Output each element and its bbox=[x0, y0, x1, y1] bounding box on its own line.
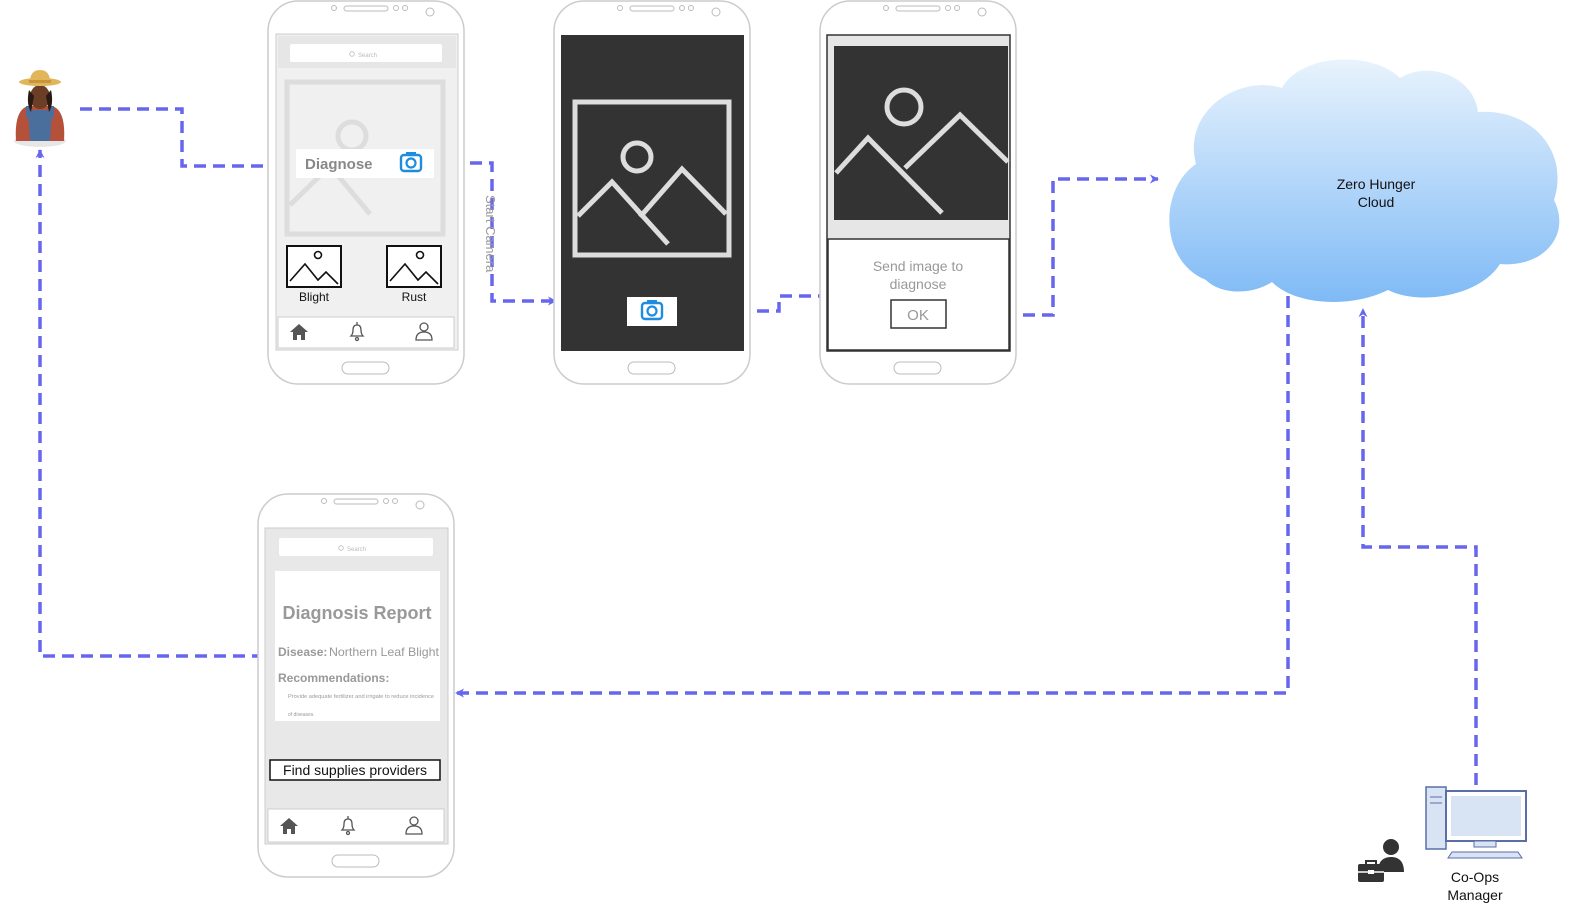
computer-icon bbox=[1425, 786, 1527, 859]
camera-icon[interactable] bbox=[640, 300, 664, 321]
thumbnail-blight[interactable] bbox=[286, 245, 342, 288]
dialog-text-line2: diagnose bbox=[890, 276, 947, 292]
send-dialog bbox=[827, 238, 1010, 351]
connector-report-to-farmer bbox=[35, 149, 264, 658]
thumbnail-label-rust: Rust bbox=[402, 290, 427, 304]
search-placeholder: Search bbox=[347, 547, 366, 553]
ok-button-label: OK bbox=[907, 307, 929, 324]
connector-farmer-to-diagnose bbox=[80, 107, 303, 171]
search-bar[interactable] bbox=[290, 44, 442, 62]
home-icon[interactable] bbox=[290, 324, 308, 340]
user-icon[interactable] bbox=[415, 322, 433, 341]
disease-label: Disease: bbox=[278, 645, 327, 659]
phone-camera-screen bbox=[553, 0, 751, 385]
find-supplies-button[interactable] bbox=[269, 759, 441, 781]
image-placeholder-icon bbox=[834, 87, 1010, 215]
disease-value: Northern Leaf Blight bbox=[329, 645, 440, 659]
cloud-label-line1: Zero Hunger bbox=[1337, 176, 1416, 192]
recommendation-line2: of diseases. bbox=[288, 712, 315, 718]
recommendation-line1: Provide adequate fertilizer and irrigate… bbox=[288, 694, 434, 700]
home-icon[interactable] bbox=[280, 818, 298, 834]
connector-manager-to-cloud bbox=[1358, 308, 1478, 785]
phone-home-screen: Search Diagnose Blight Rust bbox=[267, 0, 465, 385]
report-card bbox=[275, 571, 440, 721]
dialog-text-line1: Send image to bbox=[873, 258, 963, 274]
bell-icon[interactable] bbox=[349, 322, 365, 342]
report-title: Diagnosis Report bbox=[282, 603, 431, 623]
manager-person-icon bbox=[1358, 839, 1404, 882]
search-placeholder: Search bbox=[358, 53, 377, 59]
image-placeholder-icon bbox=[572, 99, 732, 258]
search-bar[interactable] bbox=[279, 538, 433, 556]
ok-button[interactable] bbox=[890, 299, 947, 329]
recommendations-label: Recommendations: bbox=[278, 671, 389, 685]
camera-icon[interactable] bbox=[399, 152, 423, 173]
cloud-label-line2: Cloud bbox=[1358, 194, 1395, 210]
phone-send-screen: Send image to diagnose OK bbox=[819, 0, 1017, 385]
manager-label-line2: Manager bbox=[1447, 887, 1503, 903]
user-icon[interactable] bbox=[405, 816, 423, 835]
thumbnail-rust[interactable] bbox=[386, 245, 442, 288]
thumbnail-label-blight: Blight bbox=[299, 290, 330, 304]
search-icon bbox=[349, 51, 355, 57]
connector-cloud-to-report bbox=[455, 296, 1290, 698]
farmer-avatar bbox=[14, 70, 66, 147]
zero-hunger-cloud: Zero Hunger Cloud bbox=[1169, 59, 1560, 302]
bell-icon[interactable] bbox=[340, 816, 356, 836]
start-camera-label: Start Camera bbox=[483, 195, 498, 273]
connector-ok-to-cloud bbox=[947, 174, 1159, 317]
manager-label-line1: Co-Ops bbox=[1451, 869, 1499, 885]
search-icon bbox=[338, 545, 344, 551]
phone-report-screen: Search Diagnosis Report Disease: Norther… bbox=[257, 493, 455, 878]
find-supplies-button-label: Find supplies providers bbox=[283, 762, 427, 778]
diagnose-label: Diagnose bbox=[305, 156, 373, 173]
